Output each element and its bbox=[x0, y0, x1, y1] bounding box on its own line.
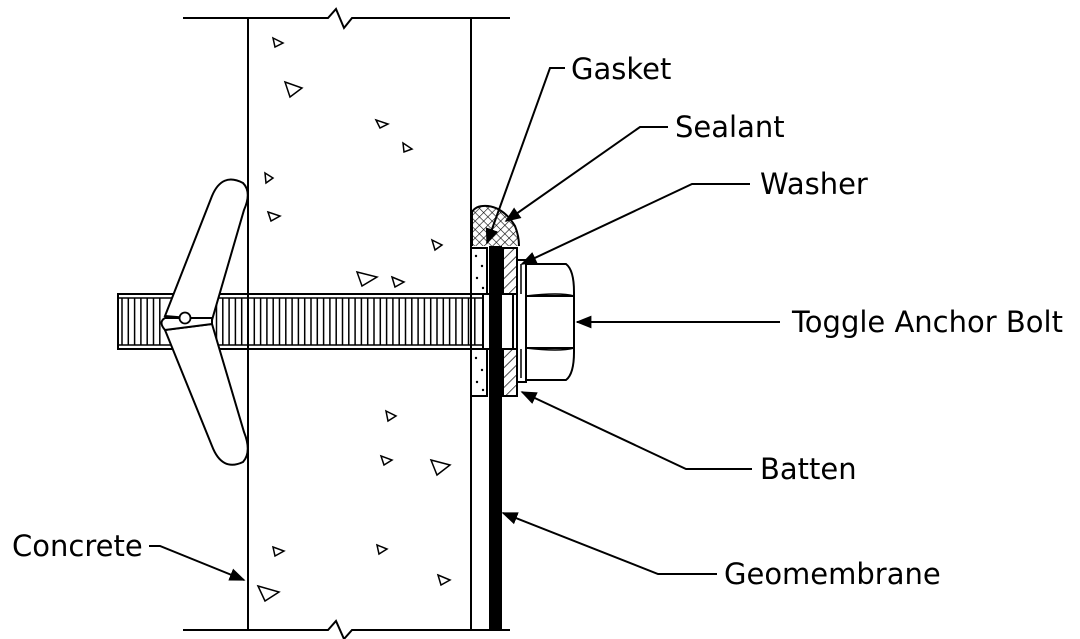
washer bbox=[516, 259, 527, 383]
sealant bbox=[470, 247, 488, 397]
hex-nut bbox=[525, 263, 575, 381]
label-geomembrane: Geomembrane bbox=[724, 557, 941, 591]
label-gasket: Gasket bbox=[571, 52, 671, 86]
label-washer: Washer bbox=[760, 167, 868, 201]
leader-lines bbox=[149, 67, 780, 581]
label-sealant: Sealant bbox=[675, 110, 785, 144]
label-toggle-anchor-bolt: Toggle Anchor Bolt bbox=[791, 305, 1063, 339]
label-batten: Batten bbox=[760, 452, 857, 486]
aggregate-marks bbox=[256, 36, 452, 603]
toggle-wings bbox=[160, 178, 249, 466]
gasket bbox=[471, 204, 520, 247]
concrete-wall bbox=[183, 7, 510, 639]
geomembrane bbox=[489, 246, 502, 630]
label-concrete: Concrete bbox=[12, 529, 143, 563]
